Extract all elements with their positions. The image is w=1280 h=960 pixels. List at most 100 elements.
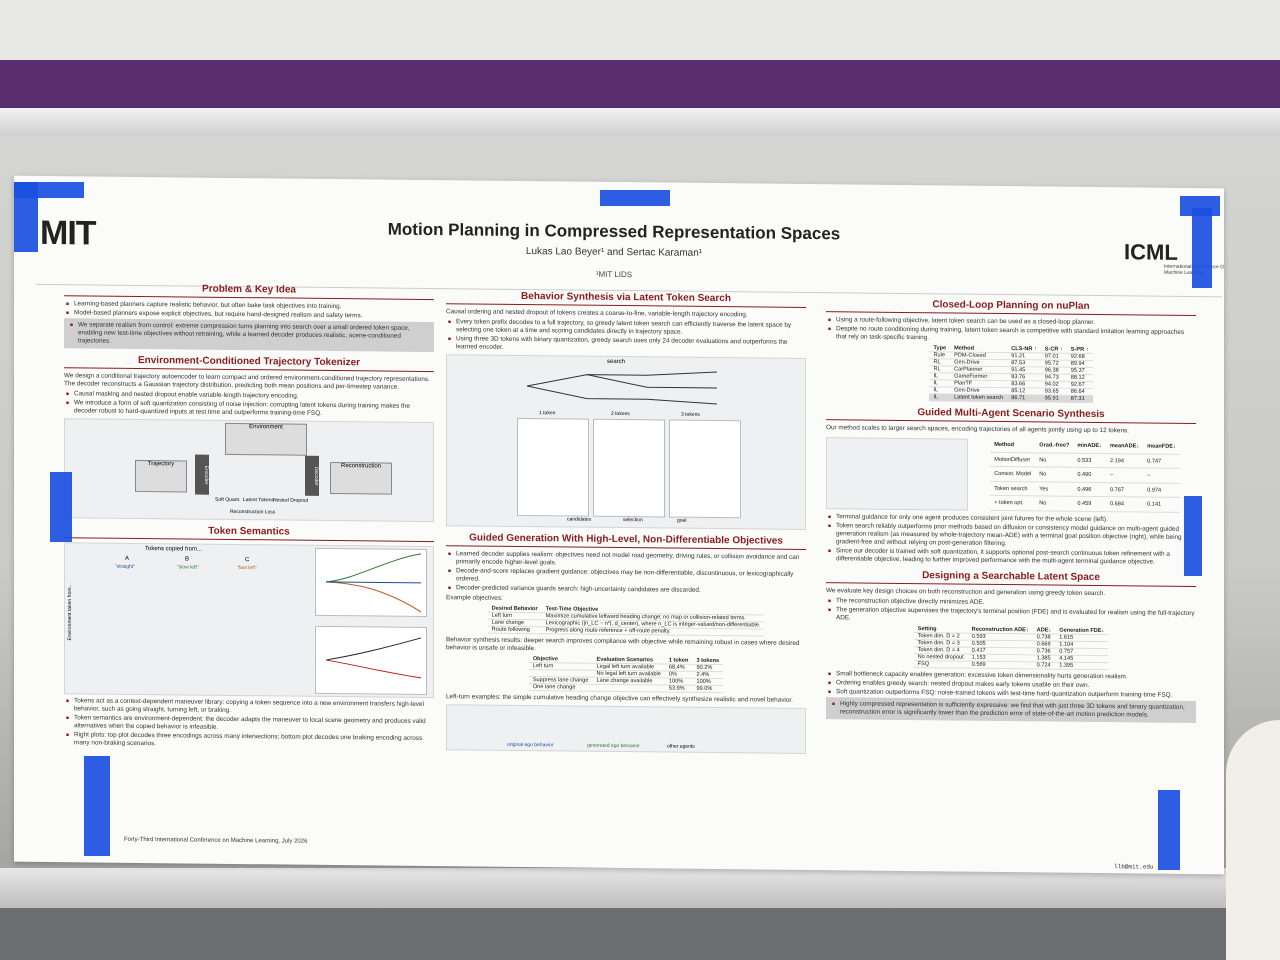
bullet-highlight: We separate realism from control: extrem…: [78, 321, 430, 349]
person-right-edge: [1226, 720, 1280, 960]
td: Route following: [487, 626, 542, 634]
table-cell: 91.21: [1007, 352, 1041, 360]
table-cell: 2.194: [1105, 453, 1144, 469]
bullet: Despite no route conditioning during tra…: [836, 325, 1196, 345]
encoding-plot-bottom: [315, 625, 427, 695]
legend-original: original ego behavior: [507, 741, 554, 749]
td: Legal left turn available: [592, 663, 665, 671]
mit-logo: MIT: [40, 213, 96, 253]
reconstruction-box: Reconstruction: [330, 461, 392, 495]
icml-logo: ICML: [1124, 239, 1178, 265]
scene-2: [593, 418, 665, 518]
table-cell: 95.91: [1040, 394, 1067, 403]
legend-generated: generated ego behavior: [587, 742, 640, 750]
legend-goal: goal: [677, 517, 687, 524]
reconstruction-loss-label: Reconstruction Loss: [230, 508, 276, 516]
bullet: Using three 3D tokens with binary quanti…: [456, 335, 806, 355]
table-cell: 0.569: [967, 661, 1033, 669]
table-cell: 86.71: [1007, 394, 1041, 402]
tokenizer-diagram: Environment Trajectory Encoder Soft Quan…: [64, 418, 434, 523]
latent-tokens-label: Latent Tokens: [243, 497, 275, 504]
table-cell: FSQ: [913, 660, 968, 669]
table-cell: 89.94: [1066, 360, 1093, 368]
td: No legal left turn available: [592, 670, 665, 678]
tape-top-right-v: [1192, 208, 1212, 288]
env-axis-label: Environment taken from...: [67, 583, 73, 641]
table-cell: 0.738: [1032, 633, 1056, 642]
section-title: Guided Generation With High-Level, Non-D…: [446, 532, 806, 550]
bullet: Right plots: top plot decodes three enco…: [74, 731, 434, 751]
table-cell: GameFormer: [950, 372, 1008, 381]
floor: [0, 908, 1280, 960]
table-cell: 94.02: [1040, 380, 1067, 389]
token-semantics-figure: Tokens copied from... A B C "straight" "…: [64, 542, 434, 699]
table-cell: 0.974: [1143, 482, 1180, 498]
table-header-cell: Reconstruction ADE↓: [967, 626, 1033, 634]
table-cell: MotionDiffuser: [990, 452, 1036, 468]
paragraph: We design a conditional trajectory autoe…: [64, 372, 430, 391]
table-cell: 96.38: [1040, 366, 1067, 375]
column-middle: Behavior Synthesis via Latent Token Sear…: [446, 284, 806, 757]
td: 100%: [692, 678, 724, 686]
scene-1: [517, 417, 589, 517]
env-box: Environment: [225, 422, 307, 456]
table-cell: 0.724: [1032, 661, 1056, 670]
table-header-cell: meanADE↓: [1105, 440, 1144, 454]
table-header-cell: CLS-NR ↑: [1007, 346, 1041, 353]
table-cell: Token dim. D = 4: [913, 646, 968, 655]
nested-dropout-label: Nested Dropout: [273, 497, 309, 504]
scene-3: [669, 419, 741, 519]
bullet-highlight: Highly compressed representation is suff…: [840, 700, 1192, 720]
table-cell: No: [1035, 452, 1074, 468]
table-cell: 95.72: [1040, 359, 1067, 368]
td: 100%: [664, 677, 693, 686]
table-cell: Consist. Model: [990, 466, 1036, 482]
th: 1 token: [664, 657, 693, 665]
td: 90.2%: [692, 664, 724, 672]
section-title: Environment-Conditioned Trajectory Token…: [64, 354, 434, 373]
column-left: Problem & Key Idea Learning-based planne…: [64, 276, 434, 752]
table-cell: Token dim. D = 2: [913, 632, 968, 641]
table-cell: 85.12: [1007, 387, 1041, 395]
poster: MIT Motion Planning in Compressed Repres…: [14, 175, 1224, 875]
table-cell: 88.12: [1066, 374, 1093, 382]
table-header-cell: Grad.-free?: [1035, 439, 1074, 454]
section-title: Token Semantics: [64, 524, 434, 543]
table-cell: 0.736: [1032, 647, 1056, 656]
col-a: A: [125, 555, 130, 562]
table-cell: Rule: [929, 351, 951, 359]
table-cell: 0.669: [1032, 640, 1056, 649]
table-cell: 0.496: [1073, 482, 1106, 498]
table-cell: 97.01: [1040, 352, 1067, 361]
fast-left-label: "fast left": [237, 564, 257, 572]
bullet: Token search reliably outperforms prior …: [836, 522, 1196, 550]
table-header-cell: minADE↓: [1073, 439, 1106, 454]
table-cell: No nested dropout: [913, 653, 968, 662]
slow-left-label: "slow left": [177, 564, 199, 571]
table-cell: 91.45: [1007, 366, 1041, 374]
tape-top-middle: [600, 190, 670, 206]
section-title: Designing a Searchable Latent Space: [826, 569, 1196, 588]
tape-top-left-h: [14, 182, 84, 198]
legend-others: other agents: [667, 743, 695, 750]
tape-bottom-left: [84, 756, 110, 856]
td: 53.9%: [664, 684, 693, 693]
tape-mid-right: [1184, 496, 1202, 576]
table-cell: 83.76: [1007, 373, 1041, 381]
tape-mid-left: [50, 472, 72, 542]
table-header-cell: Generation FDE↓: [1055, 627, 1109, 635]
table-cell: IL: [929, 393, 951, 401]
paragraph: Left-turn examples: the simple cumulativ…: [446, 693, 793, 704]
td: Lane change available: [592, 677, 665, 685]
table-cell: 95.37: [1066, 367, 1093, 375]
table-cell: Latent token search: [950, 393, 1008, 402]
table-header-cell: S-PR ↑: [1066, 346, 1093, 354]
label-3tokens: 3 tokens: [681, 411, 700, 418]
soft-quant-label: Soft Quant.: [215, 496, 241, 504]
col-c: C: [245, 557, 250, 564]
left-turn-examples: original ego behavior generated ego beha…: [446, 704, 806, 754]
paragraph: Behavior synthesis results: deeper searc…: [446, 636, 800, 653]
